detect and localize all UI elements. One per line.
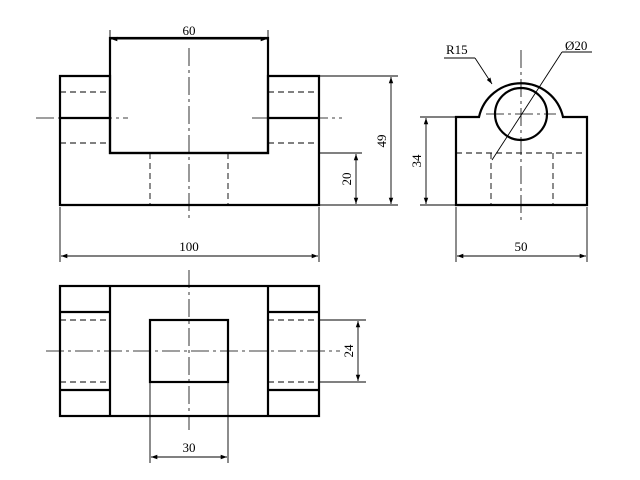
front-view-outline [58,74,321,207]
dimension-plan-depth: 24 [319,319,366,383]
dim-label-total-width: 100 [179,239,199,254]
dim-label-radius: R15 [446,42,468,57]
side-view [454,50,589,220]
dimension-side-height: 34 [409,116,456,206]
dim-label-side-width: 50 [515,239,528,254]
plan-view [46,270,340,430]
dimension-total-height: 49 [319,75,398,206]
dim-label-base-height: 20 [339,173,354,186]
dim-label-plan-width: 30 [183,440,196,455]
dim-label-hole-diameter: Ø20 [565,38,587,53]
dimension-hole-diameter: Ø20 [491,38,592,161]
side-view-outline [454,82,589,207]
dim-label-top-width: 60 [183,23,196,38]
dimension-total-width: 100 [59,207,320,262]
dimension-radius: R15 [444,42,493,85]
dimension-base-height: 20 [319,152,362,204]
dim-label-total-height: 49 [374,135,389,148]
dim-label-plan-depth: 24 [341,344,356,358]
front-view [36,36,342,220]
dim-label-side-height: 34 [409,154,424,168]
dimension-plan-width: 30 [149,382,229,463]
dimension-side-width: 50 [455,207,588,262]
dimension-top-width: 60 [109,23,269,42]
